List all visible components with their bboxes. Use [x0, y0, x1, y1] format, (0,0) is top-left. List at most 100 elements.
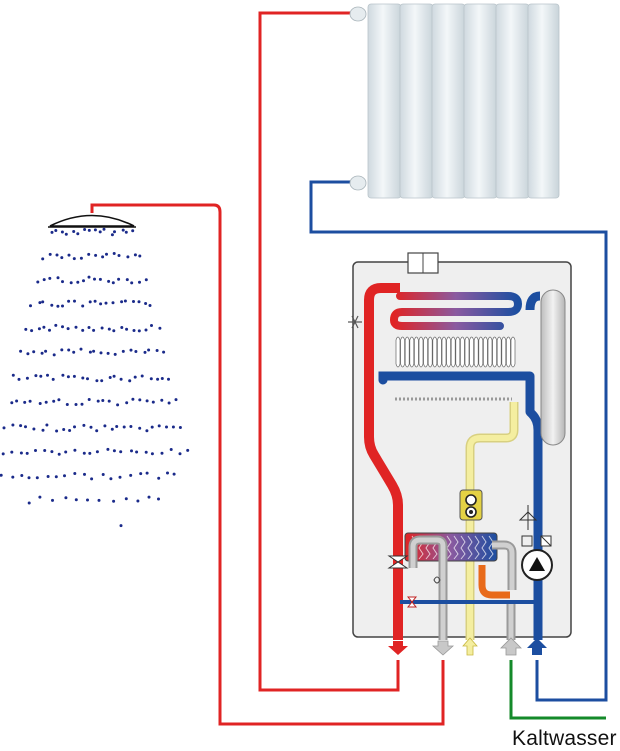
primary-heat-exchanger — [389, 292, 523, 330]
water-drop — [61, 373, 65, 377]
water-drop — [26, 352, 30, 356]
water-drop — [64, 496, 68, 500]
water-drop — [119, 524, 123, 528]
water-drop — [50, 303, 54, 307]
water-drop — [109, 477, 113, 481]
hx-plate-stripe — [453, 535, 459, 560]
water-drop — [101, 255, 105, 259]
cold-water-pipe — [509, 660, 606, 720]
cold-water-label: Kaltwasser — [512, 727, 617, 750]
water-drop — [126, 255, 130, 259]
water-drop — [86, 377, 89, 381]
water-drop — [156, 377, 160, 381]
water-drop — [60, 348, 64, 352]
water-drop — [171, 425, 175, 429]
water-drop — [129, 348, 133, 352]
burner-fin — [483, 336, 488, 368]
water-drop — [166, 471, 169, 475]
water-drop — [64, 450, 68, 454]
water-drop — [98, 277, 102, 281]
water-drop — [19, 349, 23, 353]
water-drop — [82, 423, 86, 427]
water-drop — [88, 300, 92, 304]
water-drop — [111, 301, 115, 305]
water-drop — [139, 472, 143, 476]
sensor-icon — [540, 535, 552, 547]
water-drop — [119, 450, 123, 454]
water-drop — [37, 327, 41, 331]
water-drop — [111, 281, 115, 285]
hx-plate-stripe — [460, 535, 466, 560]
water-drop — [43, 449, 47, 452]
water-drop — [155, 349, 159, 352]
water-drop — [94, 253, 98, 257]
burner-fin — [460, 336, 465, 368]
water-drop — [80, 402, 84, 406]
water-drop — [165, 425, 168, 429]
water-drop — [42, 278, 46, 282]
burner-fin — [427, 336, 433, 368]
pump — [521, 549, 553, 581]
water-drop — [25, 376, 29, 380]
water-drop — [160, 377, 164, 380]
boiler — [348, 252, 572, 640]
water-drop — [74, 403, 78, 406]
water-drop — [65, 403, 69, 406]
water-drop — [52, 399, 56, 403]
water-drop — [120, 326, 124, 329]
water-drop — [145, 429, 149, 433]
water-drop — [148, 304, 152, 307]
radiator-valve-top — [349, 6, 367, 22]
water-drop — [112, 252, 116, 255]
water-drop — [1, 452, 5, 456]
water-drop — [61, 304, 64, 308]
water-drop — [29, 304, 32, 308]
water-drop — [64, 232, 68, 236]
water-drop — [61, 325, 64, 329]
water-drop — [67, 348, 71, 352]
water-drop — [11, 423, 15, 427]
burner-fin — [423, 336, 428, 368]
water-drop — [19, 424, 23, 428]
water-drop — [106, 351, 110, 355]
water-drop — [48, 276, 52, 280]
water-drop — [157, 424, 161, 428]
water-drop — [50, 450, 54, 454]
water-drop — [45, 423, 49, 427]
water-drop — [132, 300, 135, 303]
water-drop — [44, 400, 48, 404]
water-drop — [60, 256, 64, 260]
water-drop — [123, 299, 127, 303]
water-drop — [101, 399, 105, 402]
water-drop — [68, 429, 72, 432]
water-drop — [125, 278, 129, 282]
water-drop — [46, 475, 50, 478]
hx-plate-stripe — [467, 535, 473, 560]
burner-fin — [437, 336, 442, 368]
water-drop — [124, 497, 128, 501]
water-drop — [135, 450, 139, 454]
water-drop — [99, 302, 103, 306]
water-drop — [160, 398, 164, 402]
water-drop — [120, 300, 124, 304]
water-drop — [72, 374, 76, 378]
water-drop — [138, 398, 142, 402]
water-drop — [92, 328, 96, 332]
water-drop — [129, 473, 133, 477]
water-drop — [54, 229, 58, 232]
burner-fin — [510, 336, 516, 368]
water-drop — [140, 374, 144, 378]
water-drop — [87, 252, 91, 256]
water-drop — [167, 377, 170, 381]
water-drop — [98, 230, 102, 234]
water-drop — [73, 448, 77, 452]
water-drop — [113, 352, 117, 356]
water-drop — [76, 232, 80, 236]
water-drop — [20, 474, 24, 477]
water-drop — [82, 451, 86, 455]
heating-return-pipe — [309, 180, 608, 702]
water-drop — [73, 299, 76, 303]
water-drop — [105, 252, 108, 256]
water-drop — [60, 230, 64, 234]
water-drop — [63, 474, 66, 478]
